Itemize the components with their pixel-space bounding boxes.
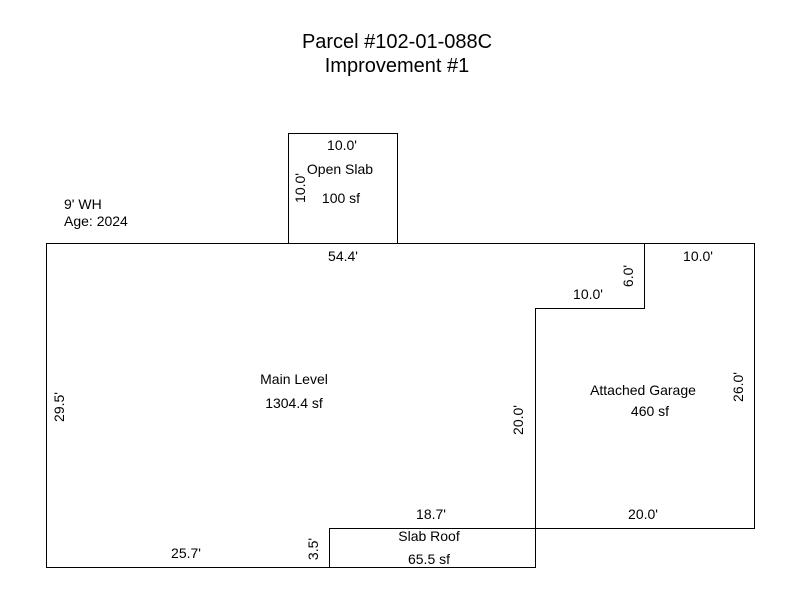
open-slab-size: 100 sf	[322, 190, 360, 206]
attached-garage-label: Attached Garage	[590, 382, 696, 398]
dim-main-bottom: 25.7'	[171, 545, 201, 561]
dim-slab-roof-side: 3.5'	[305, 538, 321, 560]
attached-garage-outline	[535, 243, 755, 529]
dim-open-slab-side: 10.0'	[292, 173, 308, 203]
age-note: Age: 2024	[64, 213, 128, 229]
dim-notch-width: 10.0'	[573, 286, 603, 302]
dim-main-top: 54.4'	[328, 248, 358, 264]
dim-slab-roof-top: 18.7'	[416, 506, 446, 522]
improvement-title: Improvement #1	[325, 55, 470, 77]
dim-garage-bottom: 20.0'	[628, 506, 658, 522]
attached-garage-size: 460 sf	[631, 403, 669, 419]
dim-garage-top: 10.0'	[683, 248, 713, 264]
open-slab-label: Open Slab	[307, 161, 373, 177]
main-level-outline	[46, 243, 645, 568]
slab-roof-label: Slab Roof	[398, 528, 460, 544]
dim-garage-right: 26.0'	[730, 372, 746, 402]
dim-open-slab-top: 10.0'	[327, 137, 357, 153]
main-level-label: Main Level	[260, 371, 328, 387]
parcel-title: Parcel #102-01-088C	[302, 31, 492, 53]
wall-height-note: 9' WH	[64, 196, 102, 212]
dim-notch-height: 6.0'	[620, 265, 636, 287]
dim-main-left: 29.5'	[51, 392, 67, 422]
slab-roof-outline	[329, 528, 536, 568]
main-level-size: 1304.4 sf	[265, 395, 323, 411]
dim-interior-wall: 20.0'	[510, 405, 526, 435]
slab-roof-size: 65.5 sf	[408, 551, 450, 567]
